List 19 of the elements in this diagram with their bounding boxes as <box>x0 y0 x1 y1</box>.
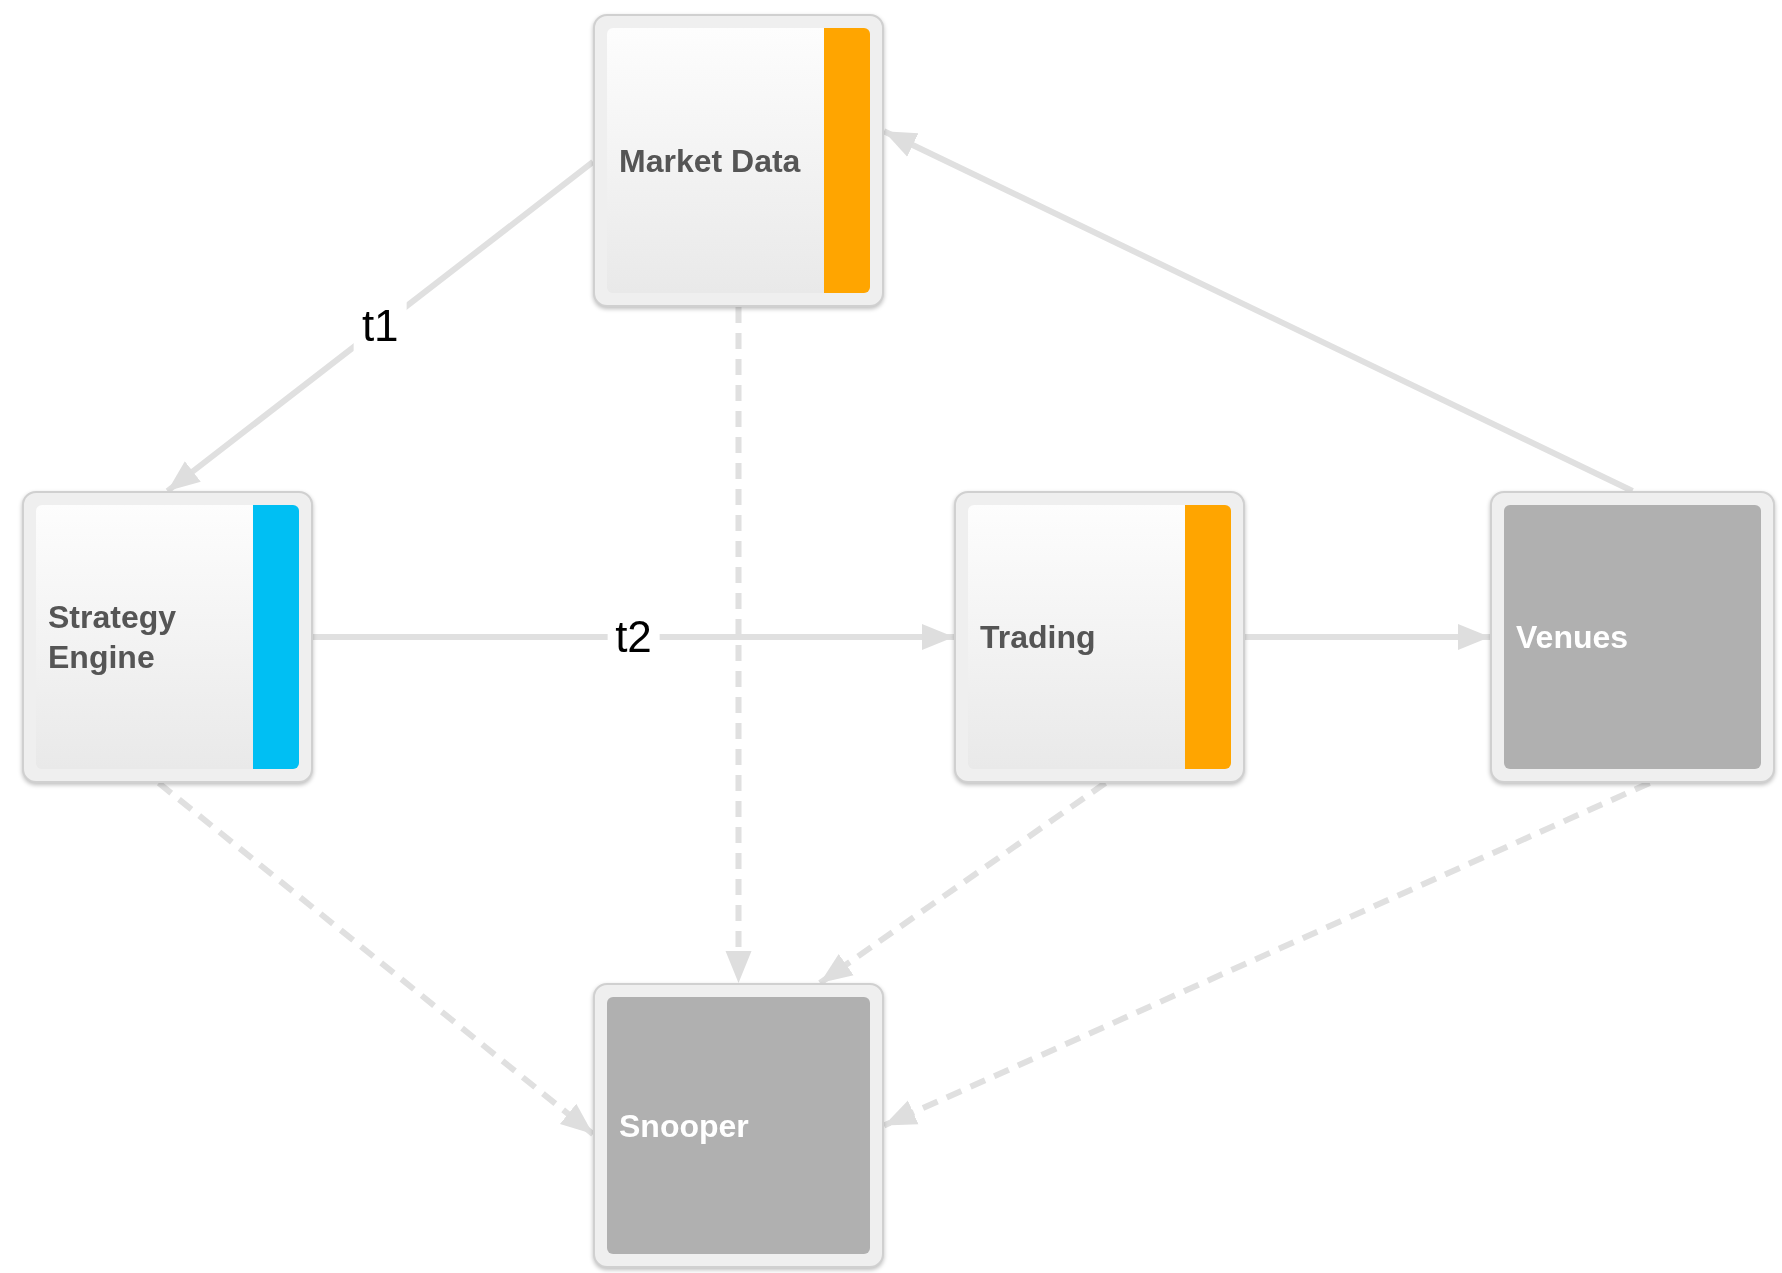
arrow <box>313 624 954 650</box>
arrow <box>882 128 1634 494</box>
node-label: Snooper <box>619 1106 750 1146</box>
arrow <box>882 780 1651 1129</box>
process-box <box>954 491 1245 783</box>
arrow <box>156 780 595 1137</box>
node-label: Strategy Engine <box>48 598 178 677</box>
arrow <box>165 159 595 494</box>
node-label: Market Data <box>619 141 802 181</box>
process-box <box>593 14 884 307</box>
process-box <box>1490 491 1775 783</box>
arrow <box>818 780 1108 986</box>
process-box <box>593 983 884 1268</box>
arrow <box>725 307 752 983</box>
node-label: Trading <box>980 618 1097 657</box>
arrow <box>1245 624 1490 650</box>
process-box <box>22 491 313 783</box>
edge-label: t1 <box>353 301 407 352</box>
node-label: Venues <box>1516 618 1630 657</box>
